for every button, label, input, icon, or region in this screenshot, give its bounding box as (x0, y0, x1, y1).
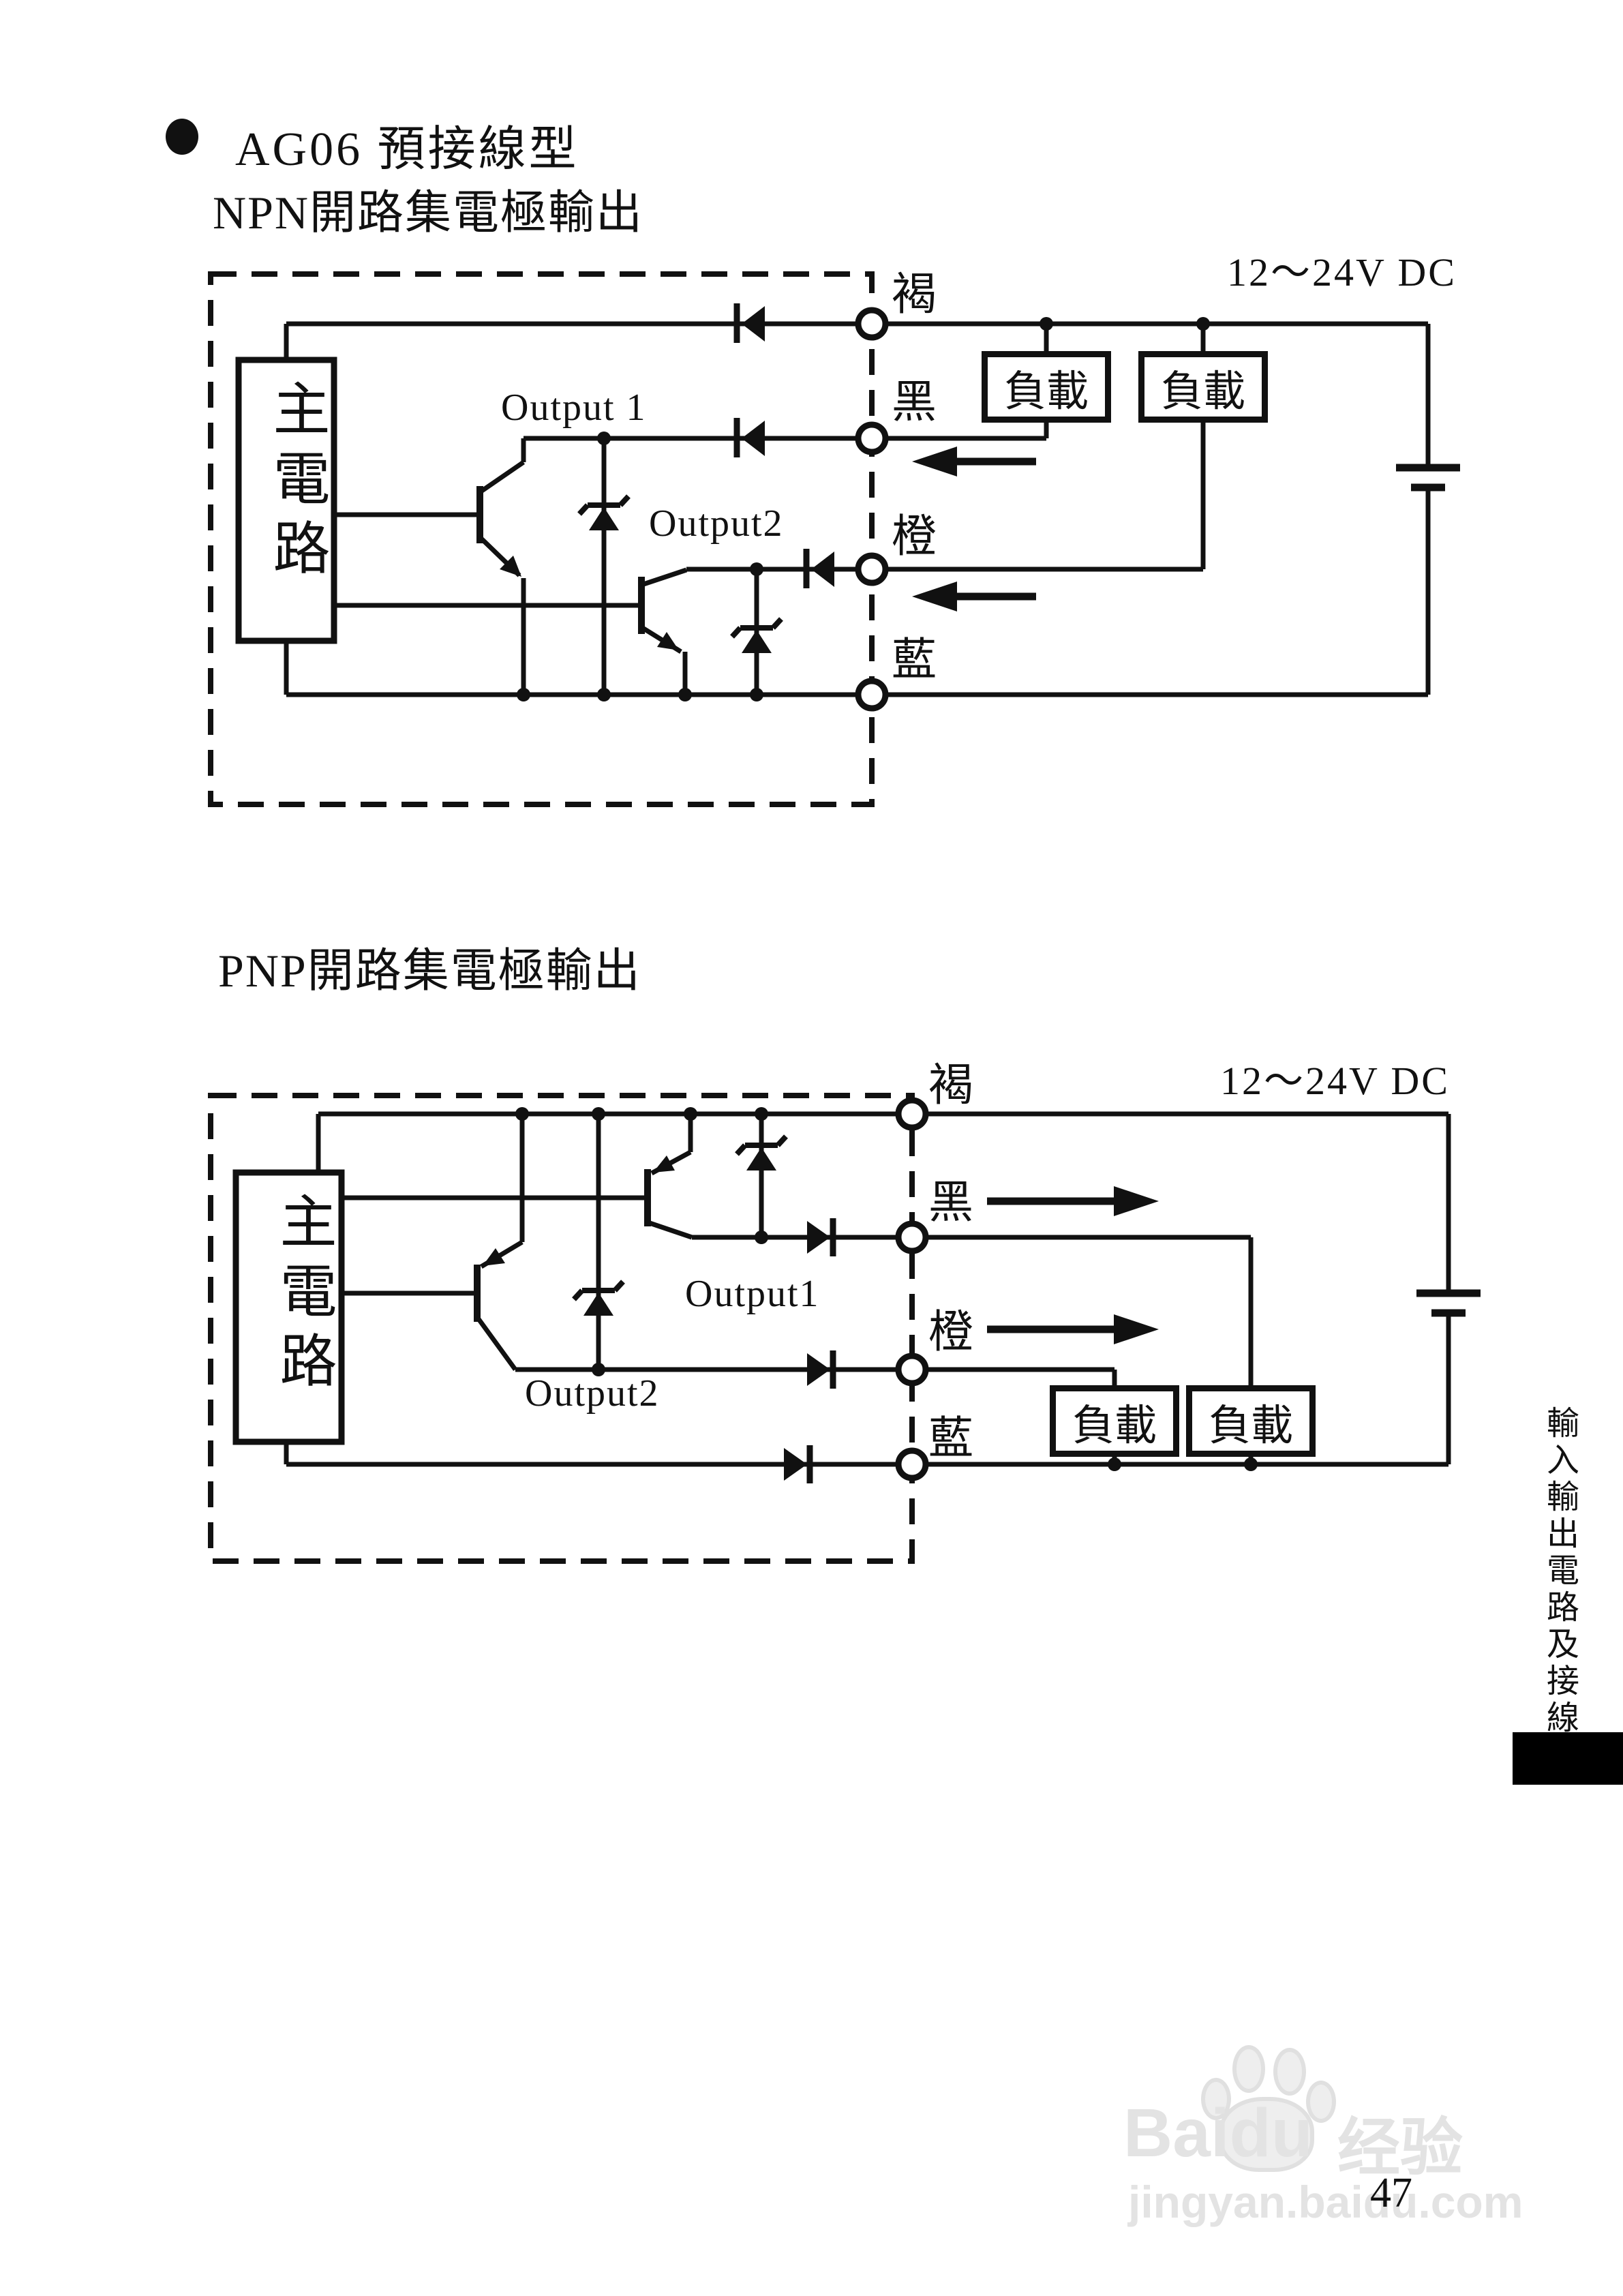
npn-wire-black-label: 黑 (892, 378, 937, 427)
pnp-load1-label: 負載 (1072, 1402, 1157, 1449)
npn-terminal-black-icon (855, 421, 889, 455)
pnp-terminal-black-icon (895, 1220, 929, 1254)
pnp-wire-brown-label: 褐 (928, 1061, 973, 1111)
pnp-load2-label: 負載 (1208, 1402, 1293, 1449)
npn-wire-blue-label: 藍 (892, 635, 937, 685)
npn-transistor-1-icon (334, 438, 526, 695)
npn-terminal-orange-icon (855, 552, 889, 586)
sidebar-tab-marker (1513, 1732, 1623, 1785)
npn-junction-dots (517, 317, 1210, 701)
npn-wire-brown-label: 褐 (892, 270, 937, 320)
npn-load1-label: 負載 (1003, 368, 1089, 415)
pnp-main-circuit-label: 主電路 (271, 1192, 335, 1400)
page-number: 47 (1370, 2170, 1412, 2216)
npn-terminal-brown-icon (855, 307, 889, 341)
npn-output2-label: Output2 (649, 502, 784, 545)
npn-terminal-blue-icon (855, 678, 889, 712)
pnp-zener-1-icon (735, 1114, 788, 1237)
npn-wire-orange-label: 橙 (892, 512, 937, 562)
pnp-load2-box: 負載 (1186, 1385, 1316, 1457)
pnp-terminal-brown-icon (895, 1097, 929, 1131)
npn-load2-label: 負載 (1160, 368, 1245, 415)
section-bullet-icon (166, 119, 198, 155)
pnp-protection-diodes (784, 1218, 836, 1483)
pnp-junction-dots (515, 1107, 1258, 1471)
npn-sensor-dashed-boundary (208, 271, 875, 807)
npn-current-arrows (912, 447, 1036, 611)
npn-load2-box: 負載 (1138, 351, 1268, 423)
pnp-transistor-1-icon (342, 1114, 693, 1240)
pnp-load1-box: 負載 (1050, 1385, 1179, 1457)
pnp-zener-2-icon (572, 1114, 625, 1370)
npn-voltage-label: 12～24V DC (1227, 250, 1457, 294)
npn-terminals (855, 307, 889, 712)
npn-main-circuit-label: 主電路 (264, 379, 328, 588)
npn-protection-diodes (733, 303, 834, 588)
npn-section-title: NPN開路集電極輸出 (213, 187, 644, 239)
watermark-brand: Baidu (1123, 2095, 1313, 2171)
pnp-terminals (895, 1097, 929, 1481)
pnp-wire-orange-label: 橙 (928, 1308, 973, 1357)
npn-zener-2-icon (730, 569, 783, 695)
pnp-current-arrows (987, 1186, 1159, 1344)
pnp-output2-label: Output2 (525, 1372, 660, 1415)
pnp-voltage-label: 12～24V DC (1220, 1059, 1450, 1103)
watermark-brand-cn: 经验 (1337, 2113, 1463, 2183)
pnp-terminal-blue-icon (895, 1447, 929, 1481)
pnp-sensor-dashed-boundary (208, 1093, 915, 1564)
npn-transistor-2-icon (334, 567, 688, 695)
pnp-section-title: PNP開路集電極輸出 (218, 945, 641, 997)
npn-battery-icon (1396, 464, 1460, 492)
npn-load1-box: 負載 (982, 351, 1111, 423)
pnp-terminal-orange-icon (895, 1353, 929, 1387)
pnp-output1-label: Output1 (685, 1273, 820, 1315)
pnp-transistor-2-icon (342, 1114, 525, 1372)
pnp-battery-icon (1416, 1289, 1481, 1317)
sidebar-chapter-label: 輸入輸出電路及接線 (1541, 1406, 1577, 1737)
pnp-wire-black-label: 黑 (928, 1178, 973, 1228)
watermark-site: jingyan.baidu.com (1128, 2177, 1523, 2227)
npn-output1-label: Output 1 (501, 387, 647, 429)
npn-zener-1-icon (577, 438, 631, 695)
pnp-wire-blue-label: 藍 (928, 1414, 973, 1464)
page-title: AG06 預接線型 (235, 123, 579, 176)
